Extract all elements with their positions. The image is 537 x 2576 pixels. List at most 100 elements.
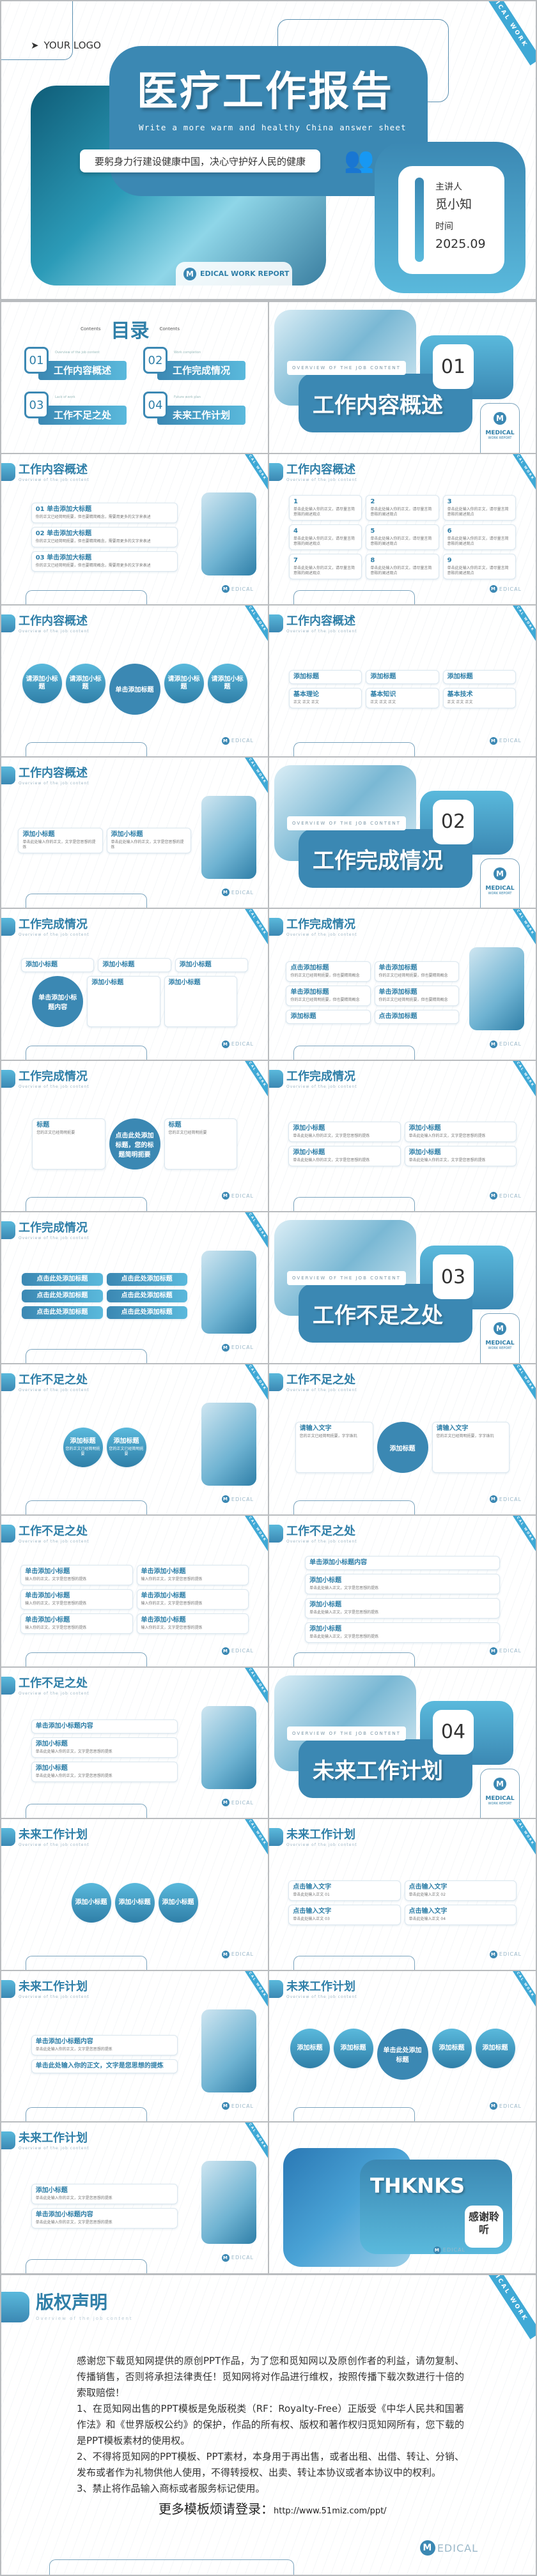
content-item[interactable]: 标题您的正文已经简明扼要 (32, 1118, 105, 1170)
content-item[interactable]: 添加小标题 (114, 1882, 155, 1923)
content-item[interactable]: 单击添加小标题输入你的正文，文字是您思想的提炼 (20, 1564, 133, 1585)
content-item[interactable]: 添加小标题 (164, 975, 237, 1027)
content-item[interactable]: 添加小标题 (87, 975, 160, 1027)
content-item[interactable]: 点击此处添加标题 (22, 1306, 103, 1319)
content-item[interactable]: 单击此处输入你的正文，文字是您思想的提炼 (31, 2059, 178, 2074)
content-item[interactable]: 单击添加小标题内容单击此处输入你的正文，文字是您思想的提炼 (31, 2035, 178, 2056)
content-item[interactable]: 单击添加标题你的正文已经简明扼要，但也要精简概念 (374, 961, 459, 982)
content-item[interactable]: 添加小标题单击此处输入正文，文字是您思想的提炼 (305, 1573, 500, 1594)
center-circle-label[interactable]: 添加标题 (377, 1422, 428, 1474)
content-item[interactable]: 添加小标题单击此处输入正文，文字是您思想的提炼 (305, 1597, 500, 1619)
content-item[interactable]: 添加小标题 (175, 957, 248, 972)
content-item[interactable]: 添加标题 (333, 2029, 373, 2069)
content-item[interactable]: 请输入文字您的正文已经简明扼要，字字珠玑 (432, 1422, 510, 1474)
content-item[interactable]: 点击此处添加标题 (106, 1272, 187, 1286)
content-item[interactable]: 添加小标题单击此处输入你的正文，文字是您思想的提炼 (288, 1122, 401, 1143)
content-item[interactable]: 点击输入文字单击此处输入正文 02 (404, 1880, 517, 1901)
center-circle-label[interactable]: 单击此处添加标题 (377, 2029, 428, 2080)
content-item[interactable]: 添加标题 (432, 2029, 472, 2069)
content-item[interactable]: 单击添加小标题输入你的正文，文字是您思想的提炼 (136, 1613, 249, 1634)
content-item[interactable]: 添加小标题单击此处输入你的正文，文字是您思想的提炼 (106, 828, 191, 854)
center-circle-label[interactable]: 点击此处添加标题，您的标题简明扼要 (109, 1118, 160, 1170)
content-item[interactable]: 添加标题您的正文已经简明扼要 (63, 1428, 103, 1468)
content-item[interactable]: 单击添加小标题输入你的正文，文字是您思想的提炼 (136, 1564, 249, 1585)
content-item[interactable]: 添加标题 (475, 2029, 515, 2069)
content-item[interactable]: 01 单击添加大标题你的正文已经简明扼要，但也要精简概念，需要用更多的文字来表述 (31, 503, 178, 524)
content-item[interactable]: 单击添加小标题输入你的正文，文字是您思想的提炼 (20, 1613, 133, 1634)
content-item[interactable]: 请输入文字您的正文已经简明扼要，字字珠玑 (295, 1422, 373, 1474)
content-item[interactable]: 添加标题 (289, 669, 362, 684)
content-item[interactable]: 添加小标题单击此处输入你的正文，文字是您思想的提炼 (404, 1122, 517, 1143)
center-circle-label[interactable]: 单击添加标题 (109, 663, 160, 715)
content-item[interactable]: 添加标题 (366, 669, 439, 684)
content-item[interactable]: 单击添加标题你的正文已经简明扼要，但也要精简概念 (286, 985, 371, 1006)
content-item[interactable]: 单击添加小标题内容单击此处输入你的正文，文字是您思想的提炼 (31, 2207, 178, 2229)
content-item[interactable]: 单击添加标题你的正文已经简明扼要，但也要精简概念 (374, 985, 459, 1006)
content-item[interactable]: 添加小标题单击此处输入你的正文，文字是您思想的提炼 (404, 1146, 517, 1167)
more-link[interactable]: http://www.51miz.com/ppt/ (274, 2506, 387, 2516)
content-item[interactable]: 请添加小标题 (22, 663, 62, 703)
content-item[interactable]: 请添加小标题 (164, 663, 204, 703)
content-item[interactable]: 添加小标题 (98, 957, 171, 972)
content-item[interactable]: 单击添加小标题内容 (31, 1719, 178, 1734)
content-item[interactable]: 基本理论正文 正文 正文 (289, 687, 362, 708)
content-item[interactable]: 点击输入文字单击此处输入正文 01 (288, 1880, 401, 1901)
content-item[interactable]: 单击添加小标题输入你的正文，文字是您思想的提炼 (20, 1589, 133, 1610)
content-item[interactable]: 单击添加小标题内容 (305, 1555, 500, 1570)
content-item[interactable]: 添加小标题单击此处输入你的正文，文字是您思想的提炼 (288, 1146, 401, 1167)
content-item[interactable]: 添加小标题 (158, 1882, 198, 1923)
content-item[interactable]: 添加小标题单击此处输入你的正文，文字是您思想的提炼 (31, 2183, 178, 2204)
content-item[interactable]: 添加标题 (290, 2029, 330, 2069)
center-circle-label[interactable]: 单击添加小标题内容 (32, 975, 84, 1027)
content-item[interactable]: 点击添加标题你的正文已经简明扼要，但也要精简概念 (286, 961, 371, 982)
content-item[interactable]: 基本技术正文 正文 正文 (442, 687, 516, 708)
content-item[interactable]: 添加标题 (442, 669, 516, 684)
content-item[interactable]: 单击添加小标题输入你的正文，文字是您思想的提炼 (136, 1589, 249, 1610)
content-item[interactable]: 点击输入文字单击此处输入正文 04 (404, 1904, 517, 1925)
content-item[interactable]: 标题您的正文已经简明扼要 (164, 1118, 237, 1170)
content-item[interactable]: 点击此处添加标题 (106, 1306, 187, 1319)
content-item[interactable]: 添加标题您的正文已经简明扼要 (106, 1428, 146, 1468)
content-item[interactable]: 添加小标题单击此处输入正文，文字是您思想的提炼 (305, 1622, 500, 1643)
content-item[interactable]: 点击添加标题 (374, 1009, 459, 1024)
content-item[interactable]: 03 单击添加大标题你的正文已经简明扼要，但也要精简概念，需要用更多的文字来表述 (31, 551, 178, 572)
content-item[interactable]: 点击此处添加标题 (22, 1289, 103, 1302)
content-item[interactable]: 请添加小标题 (207, 663, 247, 703)
